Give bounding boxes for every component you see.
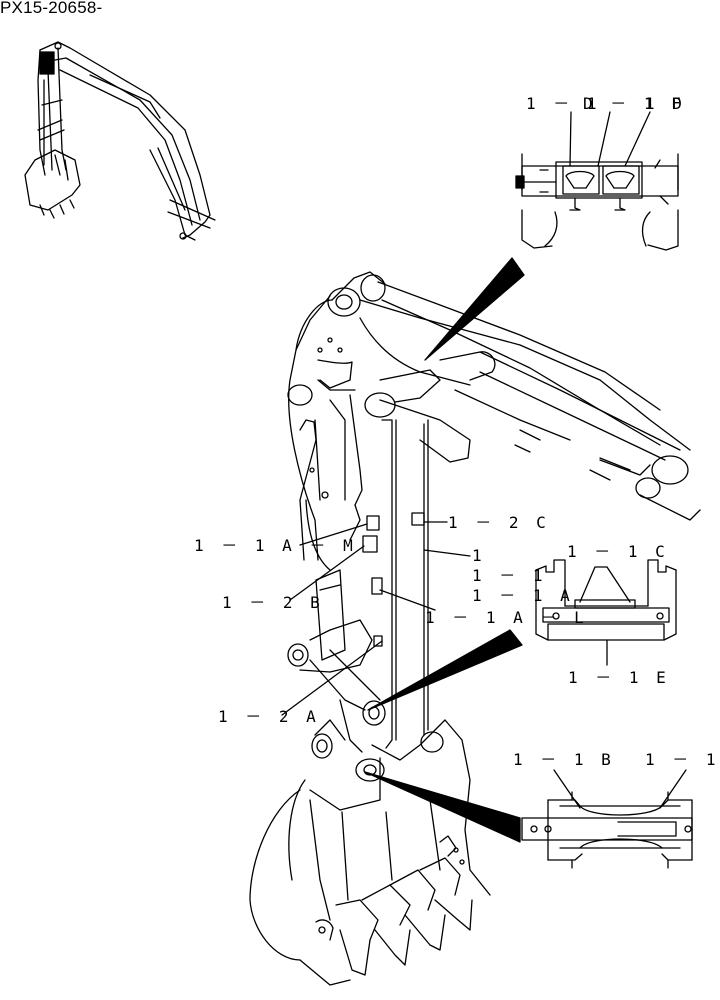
overview-excavator-arm [24,41,216,241]
callout-1-1: 1 － 1 [472,566,547,585]
diagram-artwork [24,41,701,986]
arm-assembly [287,271,701,759]
inset-bottom-pin [521,769,693,869]
bucket [249,719,491,986]
callout-1-1a-l: 1 － 1 A － L [425,608,588,627]
pointer-wedges [364,257,525,843]
callout-1-2b: 1 － 2 B [222,593,324,612]
inset-top-pin [515,111,679,251]
callout-1-1d: 1 － 1 [526,94,601,113]
callout-1-1c: 1 － 1 C [567,542,669,561]
callout-1-2c: 1 － 2 C [448,513,550,532]
callout-1-1b: 1 － 1 B [513,750,615,769]
callout-1d: 1 D [645,94,686,113]
inset-middle-pin [535,559,677,666]
callout-1-1a-m: 1 － 1 A － M [194,536,357,555]
callout-1-1e: 1 － 1 E [568,668,670,687]
callout-1-1-right: 1 － 1 [645,750,720,769]
document-id: PX15-20658- [0,0,103,17]
callout-d-1f: D － 1 F [583,94,685,113]
leader-lines [281,521,471,716]
callout-1-2a: 1 － 2 A [218,707,320,726]
callout-1: 1 [472,546,486,565]
callout-1-1a: 1 － 1 A [472,586,574,605]
